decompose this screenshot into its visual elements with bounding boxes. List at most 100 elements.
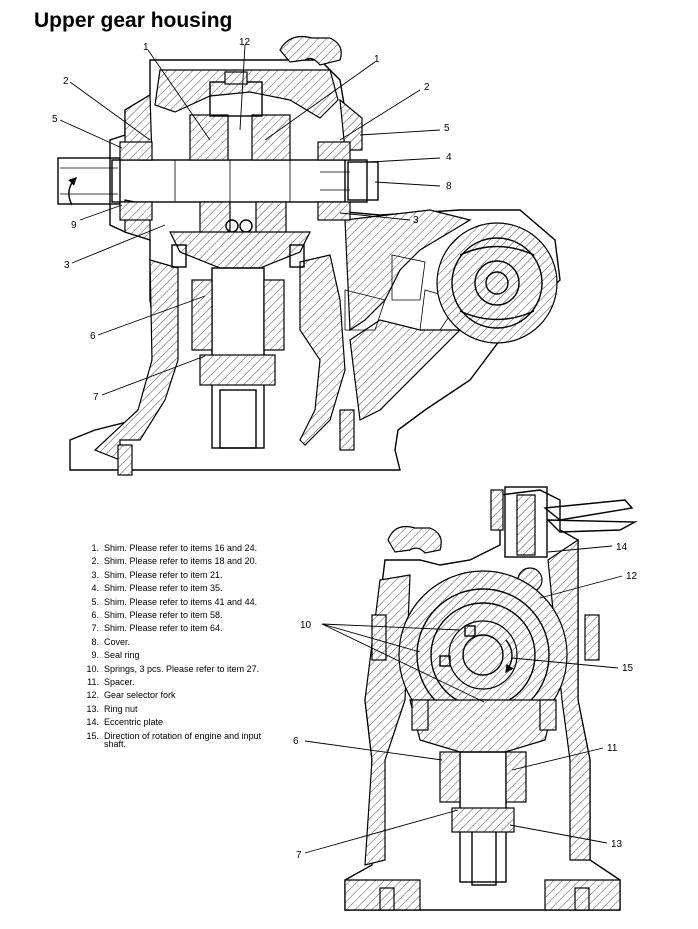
legend-item: 12.Gear selector fork bbox=[86, 690, 176, 701]
housing-outline bbox=[69, 59, 561, 471]
legend-item: 11.Spacer. bbox=[87, 677, 135, 688]
eccentric-hub bbox=[474, 260, 520, 306]
bearing-lower-left bbox=[439, 751, 461, 803]
selector-plate bbox=[543, 499, 634, 521]
legend-item: 10.Springs, 3 pcs. Please refer to item … bbox=[86, 663, 260, 674]
bearing-right-bottom bbox=[317, 201, 351, 221]
legend-item: 3.Shim. Please refer to item 21. bbox=[91, 569, 223, 580]
housing-arm bbox=[344, 209, 472, 332]
upper-gear-left bbox=[189, 114, 229, 161]
legend-item: 14.Eccentric plate bbox=[86, 717, 164, 728]
bevel-gear bbox=[169, 231, 311, 269]
callout-1: 1 bbox=[374, 54, 380, 65]
spring bbox=[439, 655, 451, 667]
legend-item: 4.Shim. Please refer to item 35. bbox=[91, 583, 223, 594]
hub-inner bbox=[462, 634, 504, 676]
legend-item: 15.Direction of rotation of engine and i… bbox=[86, 730, 262, 750]
bottom-callout-labels: 14 12 10 15 6 11 7 13 bbox=[293, 542, 638, 861]
ring-nut bbox=[451, 807, 515, 833]
arm-window-2 bbox=[344, 289, 386, 331]
callout-9: 9 bbox=[71, 220, 77, 231]
callout-2: 2 bbox=[63, 76, 69, 87]
callout-8: 8 bbox=[446, 181, 452, 192]
selector-fork-rod bbox=[504, 486, 548, 558]
callout-4: 4 bbox=[446, 152, 452, 163]
page-title: Upper gear housing bbox=[34, 9, 233, 32]
top-callout-labels: 1 12 1 2 2 5 5 4 8 9 3 3 6 7 bbox=[52, 37, 452, 403]
vertical-shaft-stub bbox=[219, 389, 257, 449]
bracket bbox=[490, 489, 504, 531]
input-coupling bbox=[57, 157, 121, 205]
foot-bolt bbox=[574, 887, 590, 911]
bearing-left-top bbox=[119, 141, 153, 161]
arm-window-1 bbox=[391, 254, 426, 301]
legend-item: 2.Shim. Please refer to items 18 and 20. bbox=[91, 556, 258, 567]
eccentric-boss-inner bbox=[451, 237, 543, 329]
callout-2: 2 bbox=[424, 82, 430, 93]
callout-3: 3 bbox=[64, 260, 70, 271]
callout-11: 11 bbox=[607, 743, 618, 754]
input-shaft bbox=[111, 159, 368, 203]
rotation-arrow-icon bbox=[68, 177, 77, 206]
selector-fork-shaft bbox=[516, 494, 536, 556]
cover-bolt bbox=[320, 171, 350, 191]
bolt-boss bbox=[411, 699, 429, 731]
lower-bevel-seat bbox=[409, 699, 556, 753]
callout-3: 3 bbox=[413, 215, 419, 226]
needle-roller bbox=[239, 219, 253, 233]
legend-item: 9.Seal ring bbox=[91, 650, 140, 661]
callout-10: 10 bbox=[300, 620, 312, 631]
selector-pin bbox=[224, 71, 248, 85]
housing-lower-body-right bbox=[299, 254, 346, 446]
housing-lower-body bbox=[93, 259, 179, 461]
callout-15: 15 bbox=[622, 663, 634, 674]
housing-arm-lower bbox=[349, 319, 462, 421]
bearing-right-top bbox=[317, 141, 351, 161]
lower-bearing-seat bbox=[199, 354, 276, 386]
eccentric-plate bbox=[546, 519, 638, 533]
callout-5: 5 bbox=[444, 123, 450, 134]
housing-top-cap bbox=[154, 69, 339, 119]
bolt-boss bbox=[539, 699, 557, 731]
hub-outer bbox=[448, 620, 518, 690]
direction-arrow-icon bbox=[505, 639, 514, 674]
spring bbox=[464, 625, 476, 637]
callout-6: 6 bbox=[90, 331, 96, 342]
lower-shaft-stub bbox=[471, 829, 497, 886]
lower-cross-section-view bbox=[344, 486, 638, 911]
eccentric-boss-outer bbox=[436, 222, 558, 344]
callout-12: 12 bbox=[239, 37, 251, 48]
upper-gear-right bbox=[251, 114, 291, 161]
foot-bolt bbox=[339, 409, 355, 451]
lower-lifting-eye bbox=[387, 525, 442, 554]
bearing-vertical-right bbox=[263, 279, 285, 351]
foot-bolt bbox=[117, 444, 133, 476]
callout-12: 12 bbox=[626, 571, 638, 582]
legend-item: 8.Cover. bbox=[91, 636, 131, 647]
parts-legend: 1.Shim. Please refer to items 16 and 24.… bbox=[84, 542, 284, 749]
legend-item: 1.Shim. Please refer to items 16 and 24. bbox=[91, 543, 258, 553]
bottom-leader-lines bbox=[304, 545, 623, 854]
side-bolt bbox=[371, 614, 387, 661]
callout-14: 14 bbox=[616, 542, 628, 553]
callout-1: 1 bbox=[143, 42, 149, 53]
bolt-head bbox=[171, 244, 187, 268]
bearing-vertical-left bbox=[191, 279, 213, 351]
lower-gear-left bbox=[199, 201, 231, 235]
eccentric-hub-center bbox=[485, 271, 509, 295]
side-bolt bbox=[584, 614, 600, 661]
callout-13: 13 bbox=[611, 839, 623, 850]
eccentric-slot-top bbox=[459, 245, 535, 256]
bolt-head bbox=[289, 244, 305, 268]
legend-item: 5.Shim. Please refer to items 41 and 44. bbox=[91, 596, 258, 607]
eccentric-slot-bottom bbox=[459, 310, 535, 321]
housing-right-wall bbox=[339, 98, 363, 151]
legend-item: 7.Shim. Please refer to item 64. bbox=[91, 623, 223, 634]
bearing-left-bottom bbox=[119, 201, 153, 221]
shaft-end-cover bbox=[347, 161, 379, 201]
callout-7: 7 bbox=[296, 850, 302, 861]
legend-item: 13.Ring nut bbox=[86, 703, 138, 714]
callout-6: 6 bbox=[293, 736, 299, 747]
lower-gear-right bbox=[255, 201, 287, 235]
